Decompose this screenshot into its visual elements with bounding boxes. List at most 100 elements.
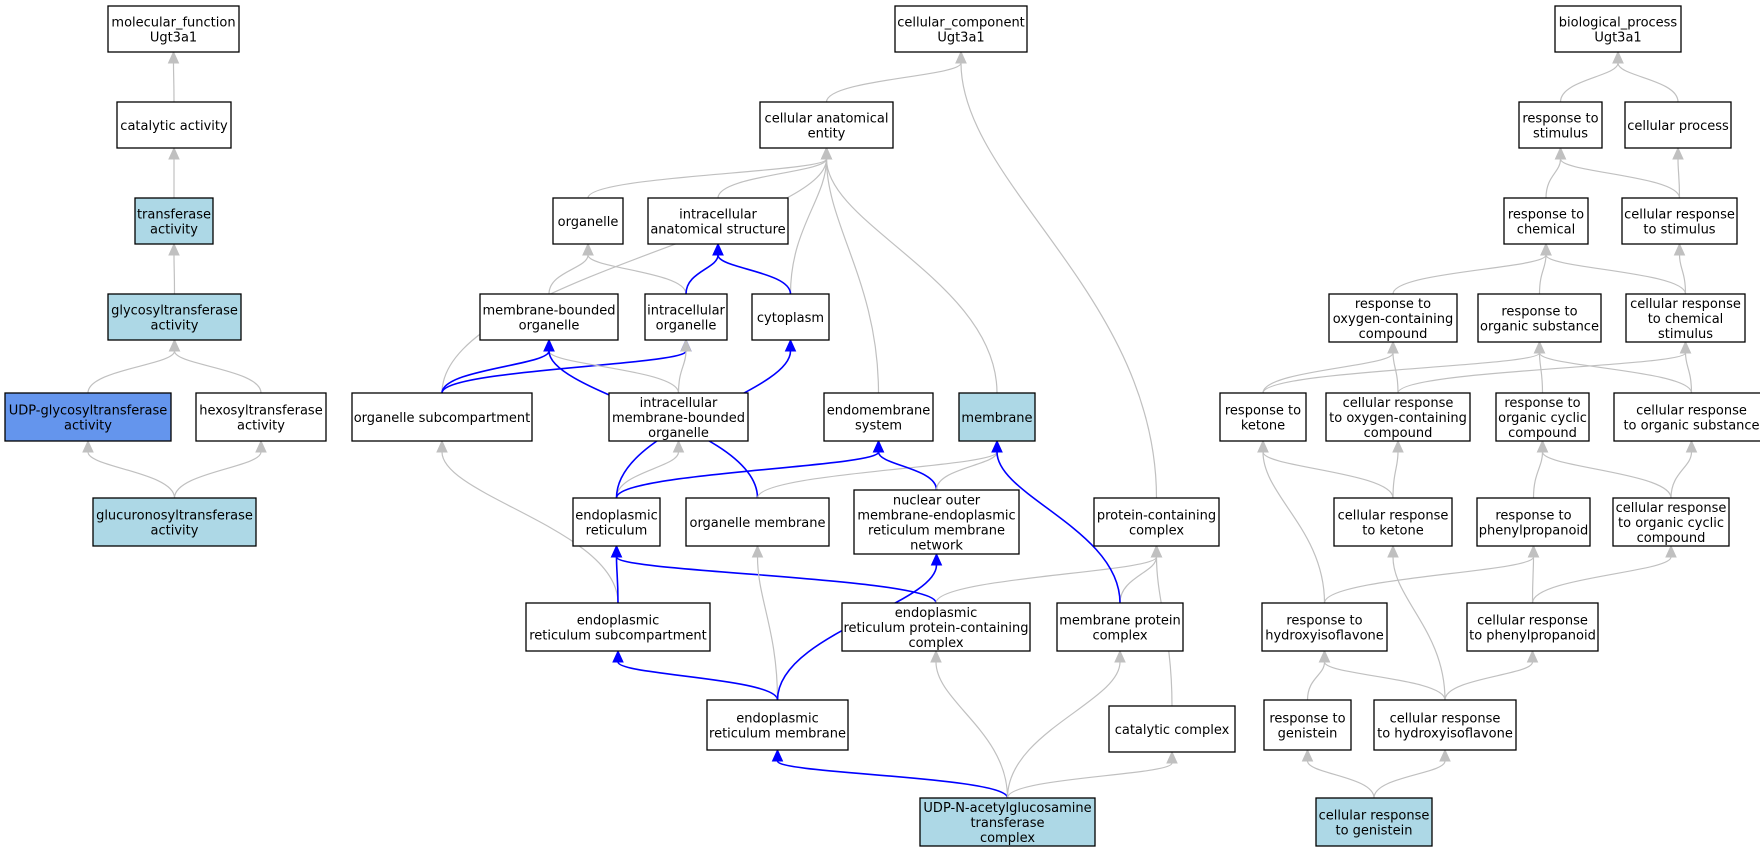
arrowhead bbox=[168, 338, 181, 352]
edge-line bbox=[935, 451, 998, 491]
edges-layer bbox=[82, 50, 1698, 799]
node-label: organelle bbox=[558, 215, 619, 230]
edge-line bbox=[1006, 762, 1173, 799]
edge-line bbox=[441, 350, 550, 394]
node-label: reticulum membrane bbox=[868, 524, 1005, 539]
arrowhead bbox=[1533, 340, 1546, 354]
edge-osub-to-io bbox=[441, 338, 692, 394]
node-label: protein-containing bbox=[1097, 509, 1216, 524]
edge-line bbox=[1532, 451, 1544, 499]
edge-line bbox=[1262, 352, 1394, 394]
node-organelle: organelle bbox=[552, 197, 624, 245]
edge-line bbox=[1397, 352, 1687, 394]
edge-line bbox=[587, 254, 687, 295]
edge-crstim-to-cproc bbox=[1672, 146, 1684, 199]
arrowhead bbox=[1672, 146, 1684, 160]
edge-imbo-to-io bbox=[677, 338, 692, 394]
edge-line bbox=[1392, 352, 1399, 394]
edge-line bbox=[87, 350, 176, 394]
node-osub: organelle subcompartment bbox=[351, 392, 533, 442]
node-box bbox=[1554, 5, 1682, 53]
arrowhead bbox=[1114, 649, 1126, 663]
edge-croxy-to-crchem bbox=[1397, 340, 1692, 394]
edge-line bbox=[1541, 451, 1672, 499]
node-label: cellular response bbox=[1636, 404, 1747, 419]
edge-rket-to-roxy bbox=[1262, 340, 1399, 394]
edge-line bbox=[1617, 62, 1679, 103]
edge-endosys-to-cae bbox=[820, 146, 880, 394]
node-box bbox=[853, 489, 1020, 555]
arrowhead bbox=[82, 439, 94, 453]
node-label: to genistein bbox=[1335, 824, 1412, 839]
arrowhead bbox=[1536, 439, 1549, 453]
edge-line bbox=[1323, 661, 1446, 701]
node-label: cellular response bbox=[1319, 809, 1430, 824]
node-label: cellular response bbox=[1390, 712, 1501, 727]
node-label: organelle membrane bbox=[689, 516, 825, 531]
edge-line bbox=[172, 62, 175, 103]
edge-io-to-organelle bbox=[582, 242, 687, 295]
edge-rhyd-to-rphen bbox=[1323, 544, 1540, 604]
edge-line bbox=[441, 451, 619, 604]
edge-line bbox=[1531, 556, 1672, 604]
edge-line bbox=[1392, 254, 1547, 295]
edge-line bbox=[173, 350, 262, 394]
edge-erm-to-omem bbox=[751, 544, 779, 701]
edge-glycos-to-transf bbox=[168, 242, 180, 295]
node-label: cellular response bbox=[1338, 509, 1449, 524]
node-box bbox=[4, 392, 172, 442]
node-box bbox=[706, 699, 849, 751]
node-label: transferase bbox=[137, 208, 211, 223]
edge-crket-to-rket bbox=[1257, 439, 1394, 499]
edge-glucur-to-hexos bbox=[173, 439, 267, 499]
edge-crhyd-to-crphen bbox=[1444, 649, 1539, 701]
node-label: to stimulus bbox=[1643, 223, 1715, 238]
edge-line bbox=[1677, 158, 1681, 199]
node-label: cellular response bbox=[1477, 614, 1588, 629]
node-label: membrane-bounded bbox=[612, 411, 745, 426]
node-label: Ugt3a1 bbox=[1594, 31, 1641, 46]
edge-rket-to-rorg bbox=[1262, 340, 1546, 394]
node-label: cellular response bbox=[1616, 501, 1727, 516]
node-box bbox=[1518, 101, 1603, 149]
edge-line bbox=[587, 158, 828, 199]
edge-glucur-to-udpglyc bbox=[82, 439, 176, 499]
arrowhead bbox=[1526, 649, 1539, 663]
edge-crstim-to-rstim bbox=[1554, 146, 1681, 199]
edge-crhyd-to-crket bbox=[1387, 544, 1446, 701]
node-box bbox=[1466, 602, 1599, 652]
node-cat_act: catalytic activity bbox=[116, 101, 232, 149]
edge-line bbox=[825, 158, 998, 394]
edge-rhyd-to-rket bbox=[1257, 439, 1326, 604]
edge-udpn-to-erpcc bbox=[930, 649, 1009, 799]
node-label: response to bbox=[1501, 305, 1577, 320]
node-label: hexosyltransferase bbox=[199, 404, 322, 419]
edge-line bbox=[756, 556, 779, 701]
arrowhead bbox=[1392, 439, 1404, 453]
node-label: response to bbox=[1508, 208, 1584, 223]
node-box bbox=[919, 797, 1096, 847]
arrowhead bbox=[1679, 340, 1692, 354]
node-label: entity bbox=[808, 127, 846, 142]
edge-line bbox=[756, 451, 998, 499]
node-label: response to bbox=[1269, 712, 1345, 727]
edge-crphen-to-rphen bbox=[1527, 544, 1540, 604]
node-label: compound bbox=[1359, 327, 1428, 342]
node-box bbox=[823, 392, 934, 442]
arrowhead bbox=[1673, 242, 1686, 256]
edge-line bbox=[935, 556, 1158, 604]
arrowhead bbox=[1554, 146, 1567, 160]
